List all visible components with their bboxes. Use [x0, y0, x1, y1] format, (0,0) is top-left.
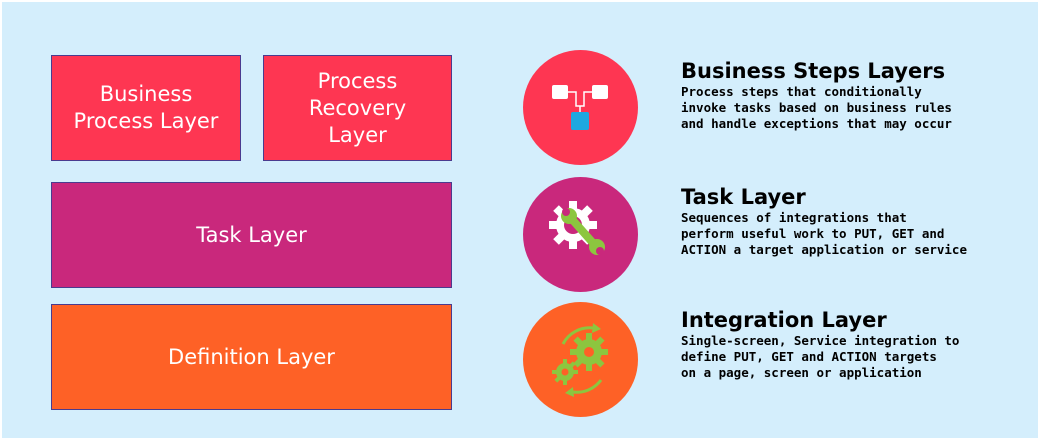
- process-recovery-layer-box: Process Recovery Layer: [263, 55, 452, 161]
- task-layer-title: Task Layer: [681, 185, 806, 209]
- integration-layer-text: Single-screen, Service integration to de…: [681, 333, 960, 380]
- business-steps-title: Business Steps Layers: [681, 59, 946, 83]
- business-steps-text: Process steps that conditionally invoke …: [681, 84, 952, 131]
- task-layer-text: Sequences of integrations that perform u…: [681, 210, 967, 257]
- gears-cycle-icon: [552, 323, 608, 397]
- integration-layer-circle: [523, 302, 638, 417]
- integration-layer-title: Integration Layer: [681, 308, 887, 332]
- definition-layer-box: Definition Layer: [51, 304, 452, 410]
- task-layer-circle: [523, 177, 638, 292]
- task-layer-description: Task Layer Sequences of integrations tha…: [681, 185, 1021, 258]
- flowchart-icon: [552, 85, 608, 130]
- business-process-layer-box: Business Process Layer: [51, 55, 241, 161]
- gear-wrench-icon: [549, 201, 605, 255]
- integration-layer-description: Integration Layer Single-screen, Service…: [681, 308, 1021, 381]
- business-steps-circle: [523, 50, 638, 165]
- business-steps-description: Business Steps Layers Process steps that…: [681, 59, 1021, 132]
- task-layer-box: Task Layer: [51, 182, 452, 288]
